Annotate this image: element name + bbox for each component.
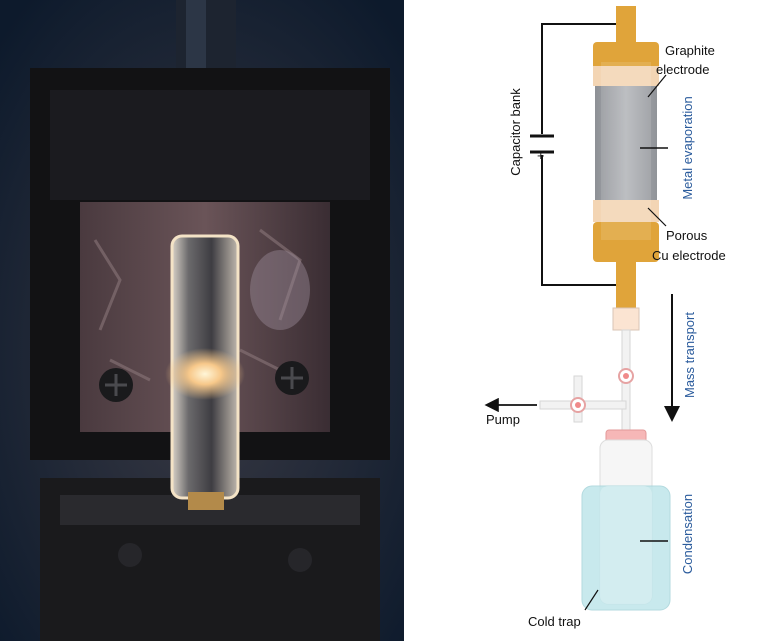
stage-metal-evaporation: Metal evaporation	[680, 96, 695, 199]
cold-trap-label: Cold trap	[528, 614, 581, 629]
screw-icon	[275, 361, 309, 395]
graphite-label-line2: electrode	[656, 62, 709, 77]
porous-label-line1: Porous	[666, 228, 708, 243]
pump-label: Pump	[486, 412, 520, 427]
graphite-label-line1: Graphite	[665, 43, 715, 58]
capacitor-label: Capacitor bank	[508, 88, 523, 176]
porous-label-line2: Cu electrode	[652, 248, 726, 263]
screw-icon	[99, 368, 133, 402]
apparatus-photo	[0, 0, 404, 641]
arc-glow	[165, 348, 245, 400]
bottom-rod	[616, 262, 636, 308]
schematic-diagram: + Capacitor bank Graphite electrode Poro…	[404, 0, 768, 641]
stage-mass-transport: Mass transport	[682, 312, 697, 398]
top-rod	[616, 6, 636, 44]
stage-condensation: Condensation	[680, 494, 695, 574]
polarity-plus: +	[537, 148, 545, 163]
